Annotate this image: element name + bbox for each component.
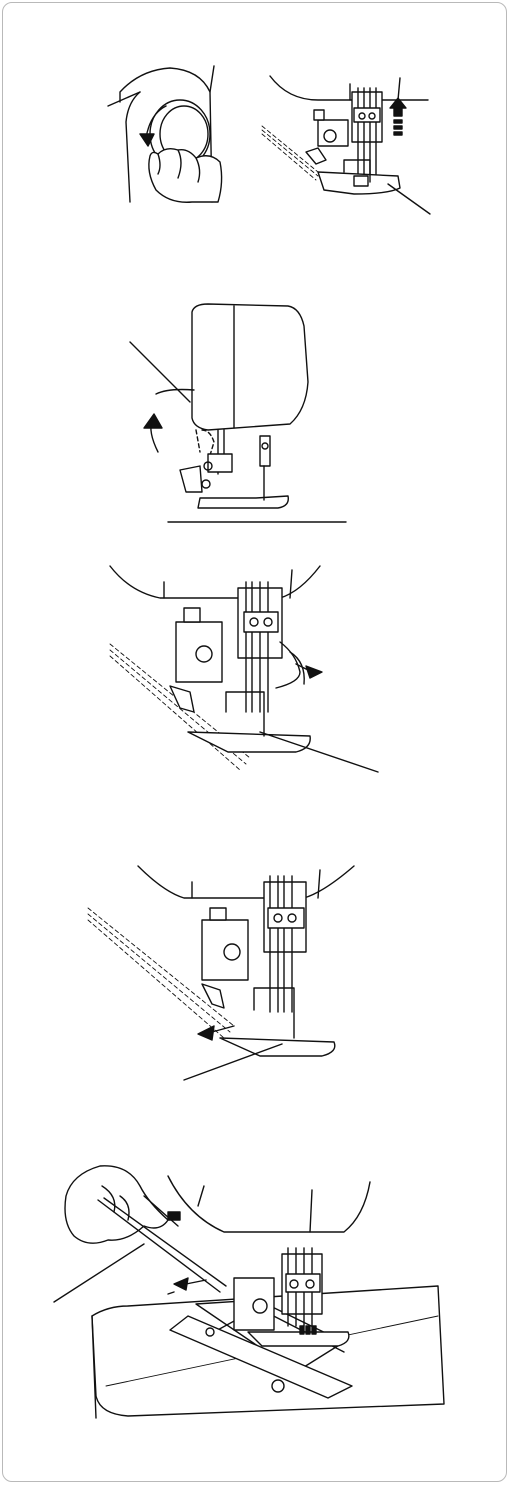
pull-threads-figure — [100, 562, 390, 776]
pull-fabric-back-icon — [84, 862, 364, 1084]
needle-raised-icon — [258, 64, 438, 224]
needle-raised-figure — [258, 64, 438, 224]
presser-foot-lever-raised-icon — [128, 302, 350, 528]
thread-cutter-figure — [48, 1156, 452, 1426]
cut-threads-with-cutter-icon — [48, 1156, 452, 1426]
presser-foot-lever-figure — [128, 302, 350, 528]
pull-threads-aside-icon — [100, 562, 390, 776]
handwheel-turning-icon — [100, 62, 240, 207]
handwheel-figure — [100, 62, 240, 207]
pull-fabric-figure — [84, 862, 364, 1084]
